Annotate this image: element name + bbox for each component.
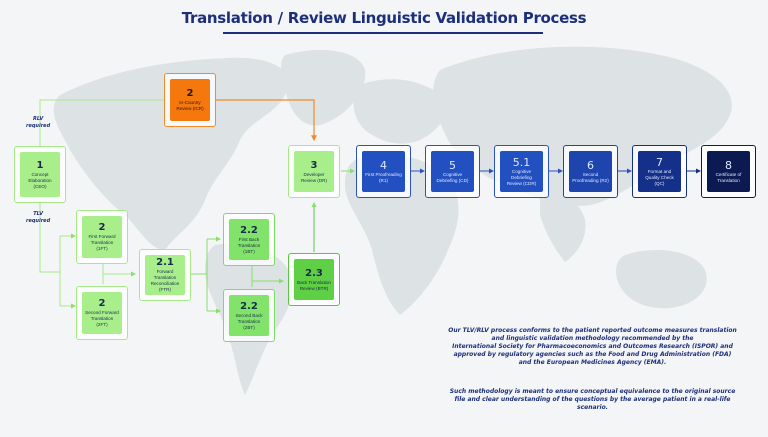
- step-first-back-translation[interactable]: 2.2 First Back Translation (1BT): [223, 213, 275, 266]
- step-label: Back Translation Review (BTR): [297, 279, 331, 291]
- step-number: 2.2: [240, 300, 258, 312]
- paragraph-line: and linguistic validation methodology re…: [491, 335, 694, 342]
- step-first-proofreading[interactable]: 4 First Proofreading (R1): [356, 145, 411, 198]
- paragraph-line: approved by regulatory agencies such as …: [453, 351, 732, 358]
- page-title: Translation / Review Linguistic Validati…: [181, 9, 587, 27]
- step-body: 4 First Proofreading (R1): [362, 151, 405, 192]
- step-number: 5.1: [512, 155, 531, 169]
- step-developer-review[interactable]: 3 Developer Review (DR): [288, 145, 340, 198]
- step-certificate-of-translation[interactable]: 8 Certificate of Translation: [701, 145, 756, 198]
- step-body: 2 In-Country Review (ICR): [170, 79, 210, 121]
- step-label: Concept Elaboration (CEO): [28, 171, 52, 189]
- tlv-required-label: TLV required: [26, 211, 50, 225]
- step-number: 3: [310, 159, 318, 171]
- step-number: 2.1: [156, 257, 174, 268]
- step-label: Developer Review (DR): [300, 171, 328, 183]
- step-body: 2.2 First Back Translation (1BT): [229, 219, 269, 260]
- step-body: 8 Certificate of Translation: [707, 151, 750, 192]
- step-label: Certificate of Translation: [715, 171, 742, 183]
- step-body: 2.3 Back Translation Review (BTR): [294, 259, 334, 300]
- step-in-country-review[interactable]: 2 In-Country Review (ICR): [164, 73, 216, 127]
- step-second-proofreading[interactable]: 6 Second Proofreading (R2): [563, 145, 618, 198]
- paragraph-line: Our TLV/RLV process conforms to the pati…: [448, 327, 737, 334]
- step-number: 8: [725, 158, 732, 172]
- paragraph-line: and the European Medicines Agency (EMA).: [518, 359, 667, 366]
- paragraph-line: scenario.: [577, 404, 608, 411]
- step-body: 2.2 Second Back Translation (2BT): [229, 295, 269, 336]
- step-label: Format and Quality Check (QC): [645, 168, 674, 186]
- step-label: Second Back Translation (2BT): [235, 312, 263, 330]
- paragraph-line: file and clear understanding of the ques…: [454, 396, 731, 403]
- step-body: 5.1 Cognitive Debriefing Review (CDR): [500, 151, 543, 192]
- step-label: First Proofreading (R1): [365, 171, 402, 183]
- step-second-back-translation[interactable]: 2.2 Second Back Translation (2BT): [223, 289, 275, 342]
- step-forward-translation-reconciliation[interactable]: 2.1 Forward Translation Reconciliation (…: [139, 249, 191, 301]
- paragraph-line: Such methodology is meant to ensure conc…: [449, 388, 736, 395]
- tlv-label-line2: required: [26, 218, 51, 224]
- rlv-label-line1: RLV: [32, 116, 44, 122]
- step-number: 4: [380, 158, 387, 172]
- step-label: Cognitive Debriefing Review (CDR): [506, 168, 537, 186]
- tlv-label-line1: TLV: [33, 211, 43, 217]
- step-concept-elaboration[interactable]: 1 Concept Elaboration (CEO): [14, 146, 66, 203]
- step-body: 6 Second Proofreading (R2): [569, 151, 612, 192]
- step-body: 2.1 Forward Translation Reconciliation (…: [145, 255, 185, 295]
- step-body: 2 First Forward Translation (1FT): [82, 216, 122, 258]
- step-back-translation-review[interactable]: 2.3 Back Translation Review (BTR): [288, 253, 340, 306]
- step-number: 1: [36, 159, 44, 171]
- step-label: In-Country Review (ICR): [176, 100, 204, 111]
- step-label: Second Proofreading (R2): [572, 171, 609, 183]
- step-number: 5: [449, 158, 456, 172]
- step-body: 7 Format and Quality Check (QC): [638, 151, 681, 192]
- step-cognitive-debriefing-review[interactable]: 5.1 Cognitive Debriefing Review (CDR): [494, 145, 549, 198]
- step-label: First Back Translation (1BT): [237, 236, 261, 254]
- step-body: 2 Second Forward Translation (2FT): [82, 292, 122, 334]
- step-number: 2: [186, 88, 194, 99]
- rlv-label-line2: required: [26, 123, 51, 129]
- step-number: 2.2: [240, 224, 258, 236]
- step-number: 2: [98, 222, 106, 233]
- step-number: 2.3: [305, 267, 323, 279]
- step-first-forward-translation[interactable]: 2 First Forward Translation (1FT): [76, 210, 128, 264]
- step-label: Forward Translation Reconciliation (FTR): [150, 269, 180, 292]
- rlv-required-label: RLV required: [26, 116, 50, 130]
- step-body: 1 Concept Elaboration (CEO): [20, 152, 60, 197]
- equivalence-paragraph: Such methodology is meant to ensure conc…: [425, 388, 760, 412]
- step-cognitive-debriefing[interactable]: 5 Cognitive Debriefing (CD): [425, 145, 480, 198]
- methodology-paragraph: Our TLV/RLV process conforms to the pati…: [425, 327, 760, 367]
- step-number: 7: [656, 155, 663, 169]
- step-second-forward-translation[interactable]: 2 Second Forward Translation (2FT): [76, 286, 128, 340]
- paragraph-line: International Society for Pharmacoeconom…: [452, 343, 733, 350]
- step-body: 5 Cognitive Debriefing (CD): [431, 151, 474, 192]
- step-number: 6: [587, 158, 594, 172]
- step-label: Cognitive Debriefing (CD): [436, 171, 469, 183]
- title-underline: [223, 32, 543, 34]
- step-number: 2: [98, 298, 106, 309]
- step-body: 3 Developer Review (DR): [294, 151, 334, 192]
- step-label: Second Forward Translation (2FT): [85, 310, 119, 327]
- step-format-quality-check[interactable]: 7 Format and Quality Check (QC): [632, 145, 687, 198]
- step-label: First Forward Translation (1FT): [88, 234, 116, 251]
